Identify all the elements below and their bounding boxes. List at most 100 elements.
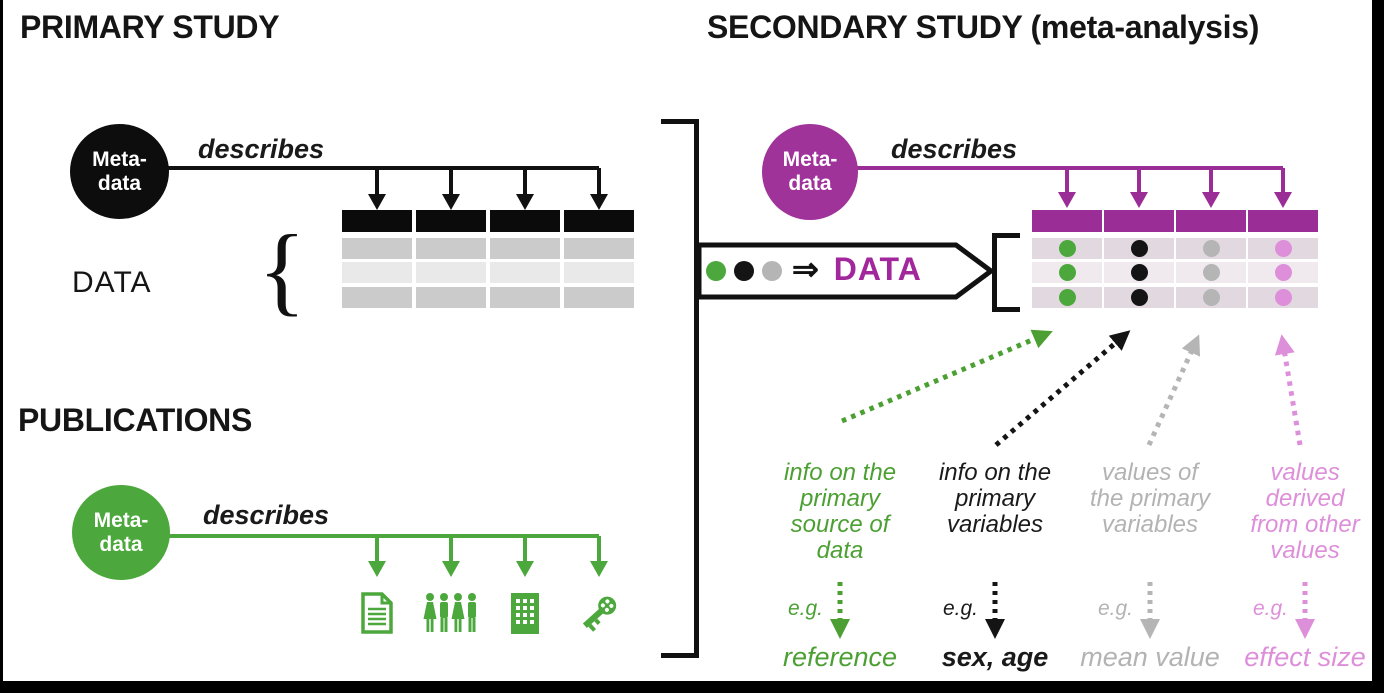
table-row bbox=[342, 238, 634, 259]
describes-arrows-primary bbox=[160, 166, 608, 210]
pink-dot bbox=[1274, 289, 1292, 306]
data-cell bbox=[342, 287, 412, 308]
annotation-line: variables bbox=[1101, 511, 1199, 538]
annotation-source-of-data: info on the primary source of data bbox=[755, 460, 925, 564]
annotation-line: from other bbox=[1250, 511, 1360, 538]
data-cell bbox=[1104, 238, 1174, 259]
data-cell bbox=[416, 238, 486, 259]
green-dot bbox=[1058, 240, 1076, 257]
frame-border-bottom bbox=[0, 681, 1384, 693]
secondary-table-header-row bbox=[1032, 210, 1318, 232]
gray-dot bbox=[1202, 289, 1220, 306]
table-bracket bbox=[992, 233, 1020, 312]
publications-metadata-circle: Meta- data bbox=[72, 485, 170, 580]
table-row bbox=[1032, 238, 1318, 259]
frame-border-left bbox=[0, 0, 3, 693]
banner-data-label: DATA bbox=[833, 251, 922, 287]
describes-label-publications: describes bbox=[203, 500, 330, 530]
example-reference: reference bbox=[782, 642, 898, 672]
data-cell bbox=[1104, 262, 1174, 283]
data-cell bbox=[490, 262, 560, 283]
example-effect-size: effect size bbox=[1244, 642, 1366, 672]
annotation-line: derived bbox=[1265, 485, 1345, 512]
example-sex-age: sex, age bbox=[941, 642, 1049, 672]
frame-border-right bbox=[1372, 0, 1384, 693]
data-cell bbox=[1104, 287, 1174, 308]
header-cell bbox=[1032, 210, 1102, 232]
data-cell bbox=[490, 287, 560, 308]
eg-label: e.g. bbox=[1097, 597, 1133, 620]
metadata-label-line1: Meta- bbox=[782, 148, 838, 171]
data-cell bbox=[1032, 262, 1102, 283]
annotation-line: source of bbox=[790, 511, 890, 538]
metadata-label-line1: Meta- bbox=[92, 147, 147, 171]
header-cell bbox=[416, 210, 486, 232]
data-cell bbox=[1032, 238, 1102, 259]
describes-label-secondary: describes bbox=[891, 134, 1018, 164]
metadata-label-line1: Meta- bbox=[93, 508, 149, 532]
table-row bbox=[342, 262, 634, 283]
column-origin-arrows bbox=[841, 329, 1303, 447]
annotation-line: info on the bbox=[938, 459, 1052, 486]
eg-label: e.g. bbox=[1252, 597, 1288, 620]
annotation-line: values bbox=[1270, 459, 1340, 486]
black-dot bbox=[1130, 264, 1148, 281]
banner-black-dot bbox=[734, 261, 754, 281]
data-cell bbox=[1248, 262, 1318, 283]
data-cell bbox=[416, 287, 486, 308]
document-icon bbox=[360, 592, 394, 639]
annotation-primary-variables: info on the primary variables bbox=[910, 460, 1080, 538]
key-icon bbox=[576, 590, 622, 641]
annotation-variable-values: values of the primary variables bbox=[1065, 460, 1235, 538]
annotation-line: primary bbox=[954, 485, 1035, 512]
annotation-line: values bbox=[1270, 537, 1340, 564]
metadata-label-line2: data bbox=[99, 532, 143, 556]
banner-gray-dot bbox=[762, 261, 782, 281]
building-icon bbox=[510, 592, 540, 639]
describes-arrows-secondary bbox=[855, 166, 1292, 208]
data-cell bbox=[342, 238, 412, 259]
data-cell bbox=[1032, 287, 1102, 308]
header-cell bbox=[1248, 210, 1318, 232]
annotation-line: data bbox=[816, 537, 864, 564]
header-cell bbox=[490, 210, 560, 232]
banner-caption: ⇒ DATA bbox=[792, 250, 922, 288]
annotation-line: values of bbox=[1101, 459, 1199, 486]
pink-dot bbox=[1274, 240, 1292, 257]
data-cell bbox=[1248, 287, 1318, 308]
primary-data-label: DATA bbox=[72, 266, 152, 299]
annotation-line: the primary bbox=[1089, 485, 1211, 512]
primary-table-header-row bbox=[342, 210, 634, 232]
publications-title: PUBLICATIONS bbox=[18, 402, 253, 438]
annotation-line: info on the bbox=[783, 459, 897, 486]
header-cell bbox=[1176, 210, 1246, 232]
data-cell bbox=[490, 238, 560, 259]
join-bracket bbox=[661, 119, 699, 658]
header-cell bbox=[342, 210, 412, 232]
primary-metadata-circle: Meta- data bbox=[70, 124, 169, 219]
annotation-derived-values: values derived from other values bbox=[1220, 460, 1384, 564]
green-dot bbox=[1058, 264, 1076, 281]
implies-symbol: ⇒ bbox=[792, 251, 819, 287]
black-dot bbox=[1130, 289, 1148, 306]
data-cell bbox=[564, 262, 634, 283]
black-dot bbox=[1130, 240, 1148, 257]
gray-dot bbox=[1202, 264, 1220, 281]
header-cell bbox=[1104, 210, 1174, 232]
pink-dot bbox=[1274, 264, 1292, 281]
header-cell bbox=[564, 210, 634, 232]
example-mean-value: mean value bbox=[1080, 642, 1220, 672]
metadata-label-line2: data bbox=[788, 172, 832, 195]
eg-label: e.g. bbox=[787, 597, 823, 620]
data-cell bbox=[1176, 262, 1246, 283]
metadata-label-line2: data bbox=[97, 171, 142, 195]
describes-arrows-publications bbox=[164, 534, 608, 577]
data-cell bbox=[342, 262, 412, 283]
gray-dot bbox=[1202, 240, 1220, 257]
secondary-study-title: SECONDARY STUDY (meta-analysis) bbox=[707, 9, 1260, 45]
annotation-line: primary bbox=[799, 485, 880, 512]
table-row bbox=[342, 287, 634, 308]
data-cell bbox=[1176, 238, 1246, 259]
table-row bbox=[1032, 287, 1318, 308]
